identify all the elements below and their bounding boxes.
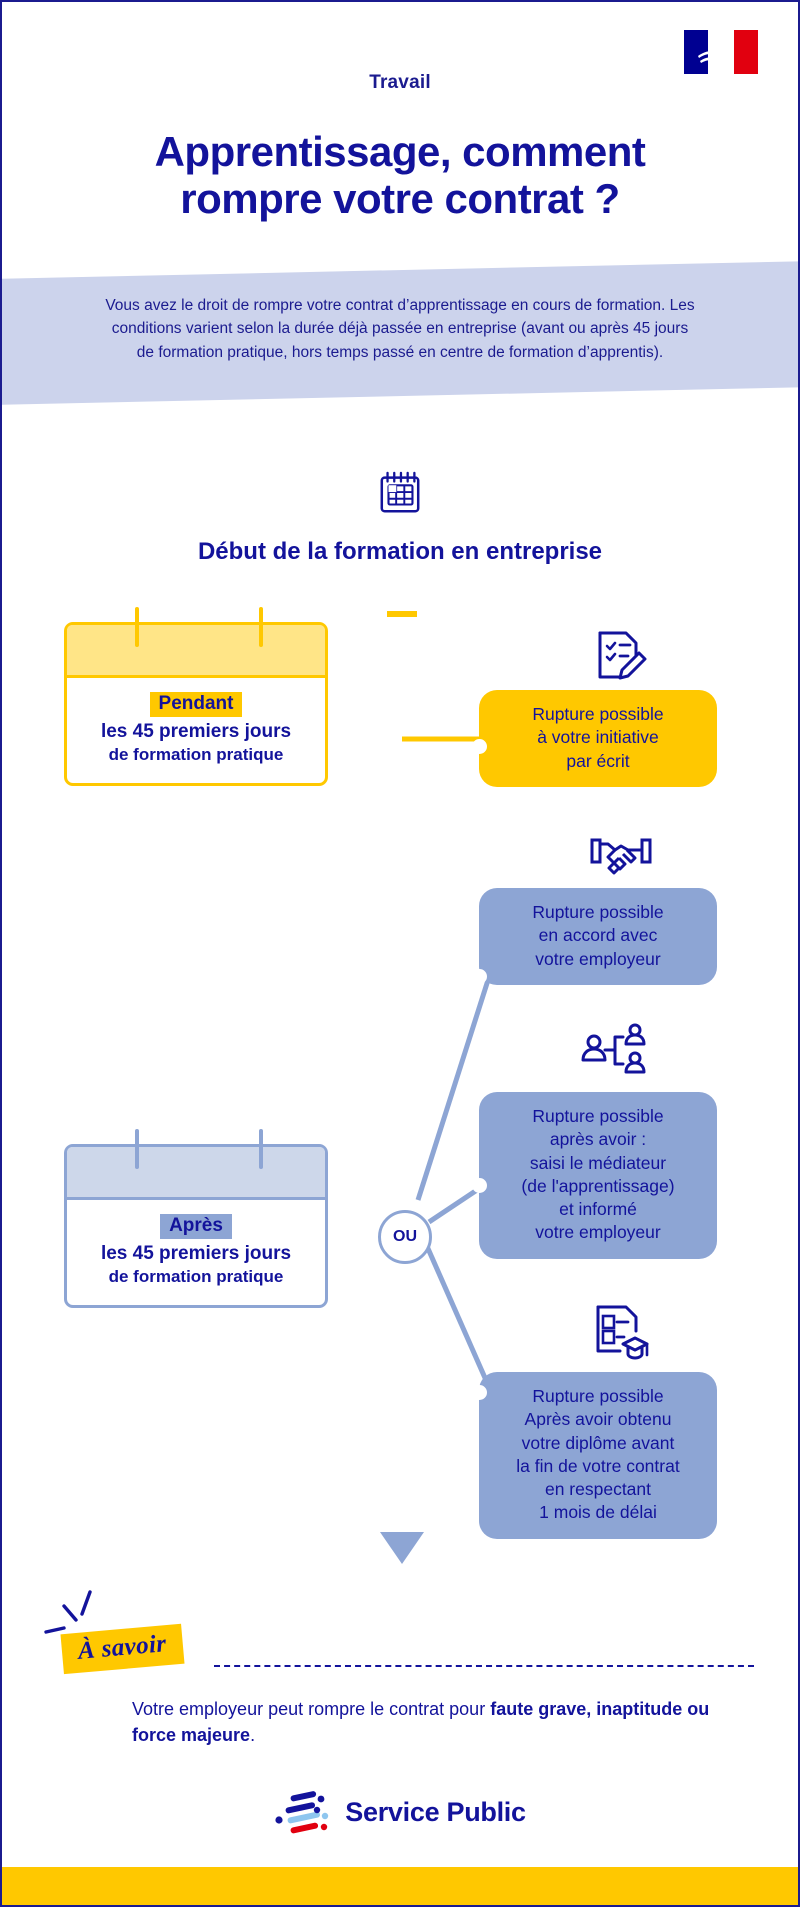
calendar-ring [259,1129,263,1169]
french-republic-flag-icon [684,30,758,74]
diploma-graduation-icon [596,1305,649,1360]
flag-blue-stripe [684,30,709,74]
option-bubble-accord: Rupture possible en accord avec votre em… [472,888,717,985]
calendar-card-pendant: Pendant les 45 premiers jours de formati… [64,607,328,786]
document-checklist-pen-icon [598,631,647,680]
flag-red-stripe [733,30,758,74]
connector-dot [472,969,487,984]
option-bubble-text: Rupture possible Après avoir obtenu votr… [516,1386,680,1523]
service-public-wordmark: Service Public [345,1796,526,1827]
calendar-card-tag: Après [160,1214,232,1239]
section-title: Début de la formation en entreprise [197,538,603,565]
calendar-icon [380,471,420,513]
calendar-card-apres: Après les 45 premiers jours de formation… [64,1129,328,1308]
flag-white-stripe [698,30,734,74]
calendar-ring [135,607,139,647]
calendar-ring [135,1129,139,1169]
connector-dot [472,739,487,754]
calendar-ring [259,607,263,647]
service-public-bars-logo-icon [275,1791,329,1834]
mediation-people-icon [581,1023,646,1074]
connector-dot [472,1178,487,1193]
calendar-card-band [67,1147,325,1200]
marianne-icon [698,38,732,68]
option-bubble-initiative: Rupture possible à votre initiative par … [472,690,717,787]
option-bubble-mediateur: Rupture possible après avoir : saisi le … [472,1092,717,1259]
service-public-logo: Service Public [2,1790,798,1834]
branch-node-ou: OU [378,1210,432,1264]
a-savoir-divider [214,1665,754,1667]
a-savoir-text-part1: Votre employeur peut rompre le contrat p… [132,1699,491,1719]
connector-dot [472,1385,487,1400]
calendar-card-line2: de formation pratique [108,744,284,764]
option-bubble-text: Rupture possible à votre initiative par … [532,704,664,771]
handshake-icon [590,838,652,875]
a-savoir-text-bold: faute grave, inaptitude ou force majeure [132,1699,710,1746]
a-savoir-text: Votre employeur peut rompre le contrat p… [132,1696,738,1748]
page-title: Apprentissage, comment rompre votre cont… [42,128,758,222]
calendar-card-body: Pendant les 45 premiers jours de formati… [67,678,325,783]
page-title-line2: rompre votre contrat ? [180,175,620,223]
option-bubble-diplome: Rupture possible Après avoir obtenu votr… [472,1372,717,1539]
intro-text: Vous avez le droit de rompre votre contr… [105,297,695,361]
calendar-card-line1: les 45 premiers jours [100,1243,292,1264]
calendar-card-line2: de formation pratique [108,1266,284,1286]
calendar-card-band [67,625,325,678]
calendar-card-line1: les 45 premiers jours [100,721,292,742]
option-bubble-text: Rupture possible en accord avec votre em… [532,902,664,969]
page-title-line1: Apprentissage, comment [154,128,646,175]
bottom-accent-bar [2,1867,798,1905]
a-savoir-text-part2: . [250,1725,256,1746]
calendar-card-body: Après les 45 premiers jours de formation… [67,1200,325,1305]
option-bubble-text: Rupture possible après avoir : saisi le … [521,1106,675,1243]
kicker-label: Travail [369,72,431,93]
sparkle-lines-icon [44,1590,92,1634]
calendar-card-tag: Pendant [149,692,243,717]
